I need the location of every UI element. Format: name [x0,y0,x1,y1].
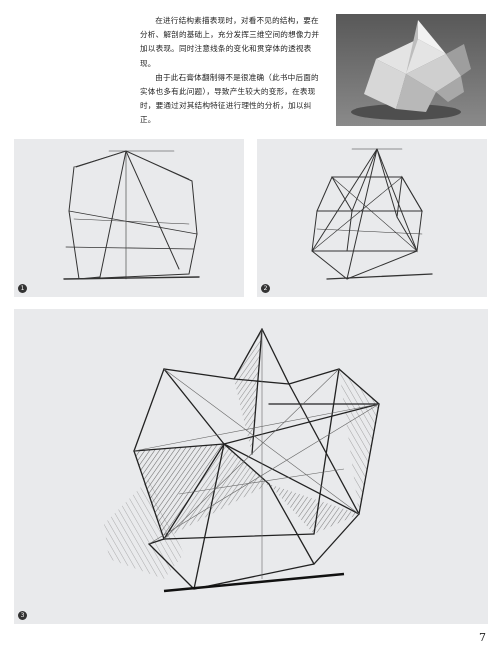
figure-1-number: 1 [18,284,27,293]
paragraph-2: 由于此石膏体翻制得不是很准确（此书中后面的实体也多有此问题），导致产生较大的变形… [140,72,319,125]
figure-2-sketch: 2 [257,139,487,297]
paragraph-1: 在进行结构素描表现时，对看不见的结构，要在分析、解剖的基础上，充分发挥三维空间的… [140,16,320,68]
plaster-model-photo [336,14,486,126]
figure-3-number: 3 [18,611,27,620]
figure-3-sketch: 3 [14,309,488,624]
figure-2-number: 2 [261,284,270,293]
body-text: 在进行结构素描表现时，对看不见的结构，要在分析、解剖的基础上，充分发挥三维空间的… [140,14,325,128]
page-number: 7 [479,631,486,644]
figure-1-sketch: 1 [14,139,244,297]
